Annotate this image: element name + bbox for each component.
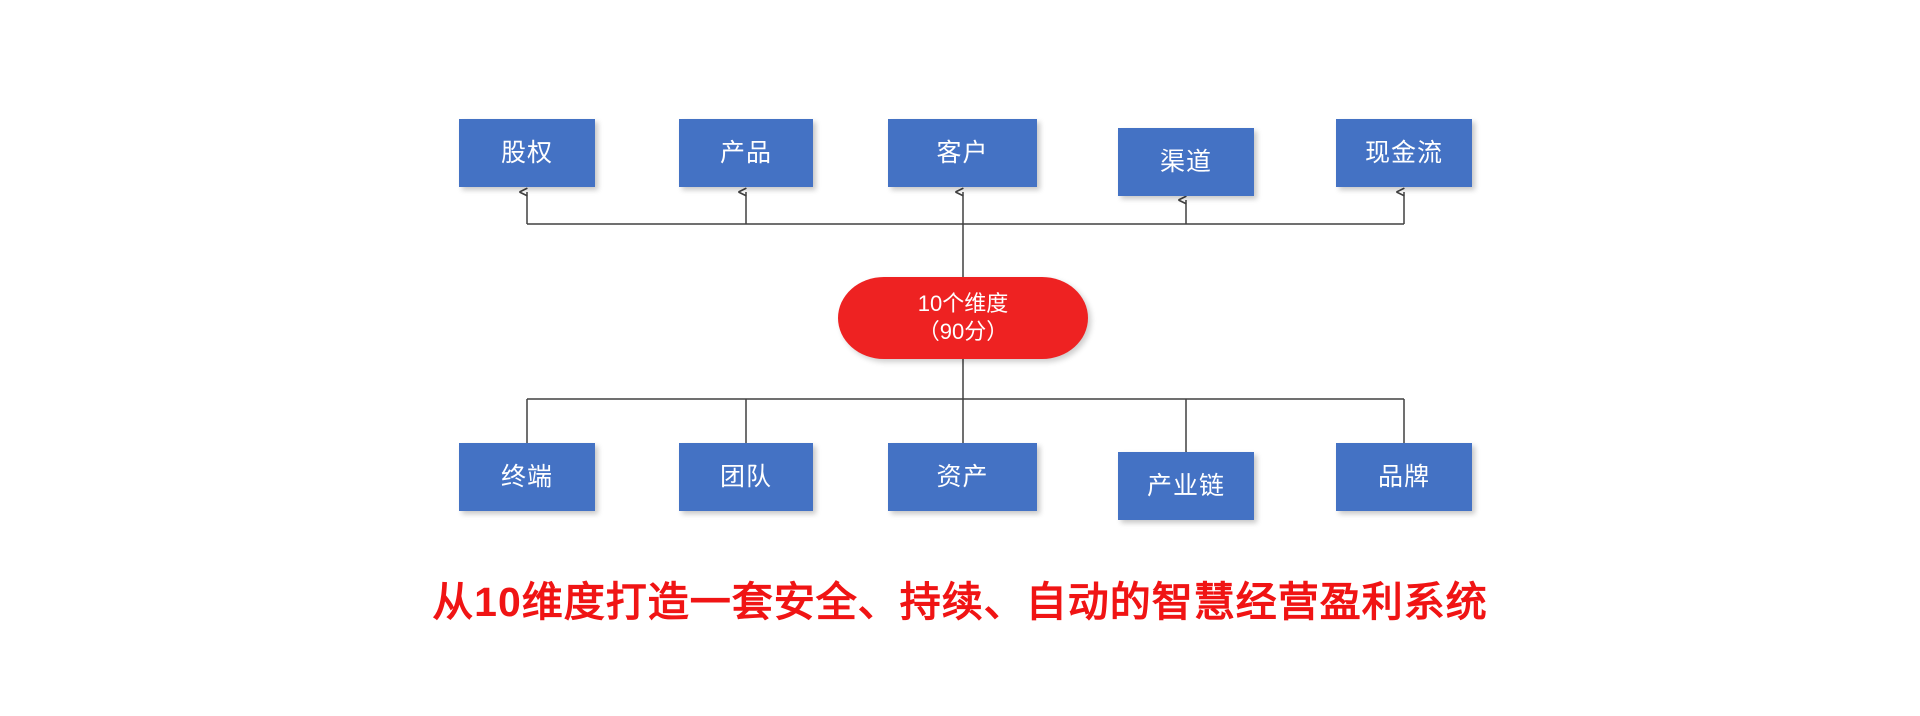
dimension-node-label: 团队 <box>719 462 772 491</box>
dimension-node-label: 产品 <box>719 138 772 167</box>
hub-line-primary: 10个维度 <box>917 290 1009 316</box>
headline-caption: 从10维度打造一套安全、持续、自动的智慧经营盈利系统 <box>432 579 1488 625</box>
hub-node-ten-dimensions[interactable]: 10个维度 （90分） <box>838 277 1088 359</box>
dimension-node-channel[interactable]: 渠道 <box>1118 128 1254 196</box>
dimension-node-equity[interactable]: 股权 <box>459 119 595 187</box>
dimension-node-label: 终端 <box>500 462 553 491</box>
dimension-node-terminal[interactable]: 终端 <box>459 443 595 511</box>
dimension-node-label: 股权 <box>500 138 553 167</box>
dimension-node-label: 客户 <box>936 138 989 167</box>
dimension-node-assets[interactable]: 资产 <box>888 443 1037 511</box>
dimension-node-label: 资产 <box>936 462 989 491</box>
dimension-node-industry-chain[interactable]: 产业链 <box>1118 452 1254 520</box>
dimension-node-label: 品牌 <box>1377 462 1430 491</box>
hub-line-score: （90分） <box>917 319 1009 344</box>
dimension-node-product[interactable]: 产品 <box>679 119 813 187</box>
dimension-node-label: 现金流 <box>1364 138 1443 167</box>
dimension-node-brand[interactable]: 品牌 <box>1336 443 1472 511</box>
dimension-node-cashflow[interactable]: 现金流 <box>1336 119 1472 187</box>
dimension-node-customer[interactable]: 客户 <box>888 119 1037 187</box>
dimension-node-team[interactable]: 团队 <box>679 443 813 511</box>
dimension-node-label: 渠道 <box>1159 147 1212 176</box>
dimension-node-label: 产业链 <box>1146 471 1225 500</box>
